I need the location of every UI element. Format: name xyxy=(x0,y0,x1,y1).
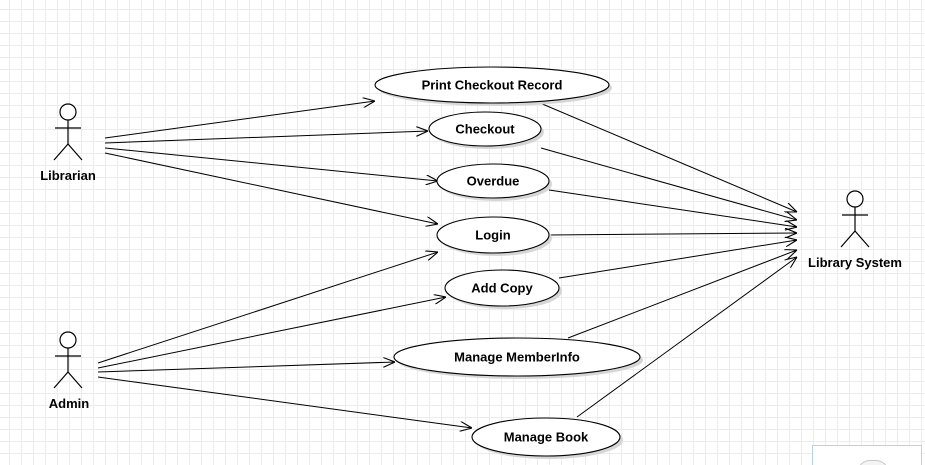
association-admin-to-manage-book[interactable] xyxy=(97,376,472,428)
association-librarian-to-checkout[interactable] xyxy=(104,131,428,144)
use-case-label: Print Checkout Record xyxy=(422,78,563,93)
association-checkout-to-library-system[interactable] xyxy=(540,147,797,220)
association-admin-to-login[interactable] xyxy=(97,252,438,364)
association-manage-memberinfo-to-library-system[interactable] xyxy=(567,250,797,339)
use-case-manage-book[interactable]: Manage Book xyxy=(471,417,623,459)
use-case-ellipse[interactable] xyxy=(436,216,550,254)
actor-librarian[interactable]: Librarian xyxy=(40,103,96,183)
use-case-print-checkout-record[interactable]: Print Checkout Record xyxy=(374,66,612,106)
stick-figure-icon xyxy=(53,331,83,389)
association-print-checkout-record-to-library-system[interactable] xyxy=(539,102,797,212)
use-case-ellipse[interactable] xyxy=(428,111,542,147)
use-case-label: Checkout xyxy=(455,122,515,137)
use-case-checkout[interactable]: Checkout xyxy=(428,111,544,149)
actor-label: Library System xyxy=(808,255,902,270)
use-case-label: Manage Book xyxy=(504,430,589,445)
actor-library-system[interactable]: Library System xyxy=(808,190,902,270)
association-overdue-to-library-system[interactable] xyxy=(548,189,797,227)
nodes: Print Checkout RecordCheckoutOverdueLogi… xyxy=(40,66,902,459)
association-librarian-to-overdue[interactable] xyxy=(104,147,438,181)
use-case-add-copy[interactable]: Add Copy xyxy=(444,269,562,309)
association-admin-to-add-copy[interactable] xyxy=(97,297,446,369)
association-login-to-library-system[interactable] xyxy=(548,233,797,235)
stick-figure-icon xyxy=(840,190,870,248)
association-add-copy-to-library-system[interactable] xyxy=(558,240,797,279)
use-case-ellipse[interactable] xyxy=(444,269,560,307)
association-librarian-to-print-checkout-record[interactable] xyxy=(104,101,375,139)
corner-panel xyxy=(812,445,922,465)
use-case-manage-memberinfo[interactable]: Manage MemberInfo xyxy=(393,337,643,379)
association-manage-book-to-library-system[interactable] xyxy=(576,257,797,418)
use-case-ellipse[interactable] xyxy=(374,66,610,104)
use-case-overdue[interactable]: Overdue xyxy=(436,163,552,201)
panel-handle xyxy=(857,460,889,465)
use-case-login[interactable]: Login xyxy=(436,216,552,256)
actor-label: Librarian xyxy=(40,168,96,183)
association-admin-to-manage-memberinfo[interactable] xyxy=(97,362,395,373)
actor-admin[interactable]: Admin xyxy=(49,331,90,411)
use-case-label: Manage MemberInfo xyxy=(454,350,580,365)
actor-label: Admin xyxy=(49,396,90,411)
stick-figure-icon xyxy=(53,103,83,161)
associations xyxy=(97,101,797,428)
use-case-label: Overdue xyxy=(467,174,520,189)
use-case-label: Add Copy xyxy=(471,281,533,296)
use-case-ellipse[interactable] xyxy=(393,337,641,377)
use-case-label: Login xyxy=(475,228,510,243)
use-case-ellipse[interactable] xyxy=(436,163,550,199)
use-case-ellipse[interactable] xyxy=(471,417,621,457)
association-librarian-to-login[interactable] xyxy=(104,152,438,224)
